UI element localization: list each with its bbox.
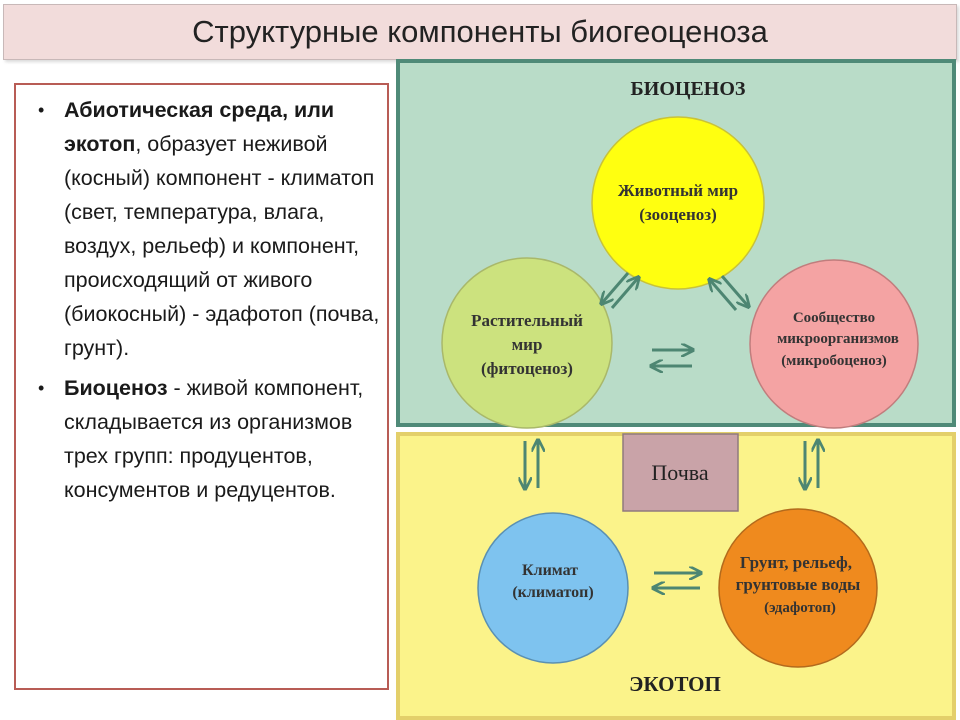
ground-label: Грунт, рельеф,: [740, 553, 852, 572]
animal-sublabel: (зооценоз): [639, 205, 717, 224]
bullet-abiotic-text: , образует неживой (косный) компонент - …: [64, 132, 380, 360]
microbe-label: Сообщество: [793, 310, 875, 326]
bullet-biocenosis-term: Биоценоз: [64, 376, 168, 400]
bullet-biocenosis-text: - живой компонент, складывается из орган…: [64, 376, 364, 502]
bullet-dot-icon: •: [38, 378, 45, 398]
bullet-biocenosis: • Биоценоз - живой компонент, складываетс…: [26, 371, 381, 507]
biocenosis-label: БИОЦЕНОЗ: [631, 78, 746, 100]
ground-circle: [718, 508, 878, 668]
bullet-dot-icon: •: [38, 100, 45, 120]
text-panel: • Абиотическая среда, или экотоп, образу…: [14, 83, 389, 690]
climate-sublabel: (климатоп): [512, 584, 593, 601]
microbe-sublabel: (микробоценоз): [781, 353, 887, 369]
microbe-label-2: микроорганизмов: [777, 331, 899, 347]
bullet-list: • Абиотическая среда, или экотоп, образу…: [16, 85, 387, 507]
animal-label: Животный мир: [618, 181, 738, 200]
double-arrow-animal-microbe: [710, 275, 748, 311]
soil-label: Почва: [651, 460, 708, 485]
double-arrow-plant-microbe: [652, 350, 692, 366]
plant-label-2: мир: [512, 335, 543, 354]
bullet-abiotic-term: Абиотическая среда, или экотоп: [64, 98, 335, 156]
animal-circle: [591, 116, 765, 290]
double-arrow-right-vertical: [805, 441, 818, 488]
ground-label-2: грунтовые воды: [736, 575, 861, 594]
climate-circle: [477, 512, 629, 664]
plant-label: Растительный: [471, 311, 583, 330]
ground-sublabel: (эдафотоп): [764, 600, 836, 616]
ecotope-label: ЭКОТОП: [629, 672, 721, 696]
plant-circle: [441, 257, 613, 429]
page-title: Структурные компоненты биогеоценоза: [192, 14, 768, 49]
plant-sublabel: (фитоценоз): [481, 359, 573, 378]
soil-box: [622, 433, 739, 512]
double-arrow-left-vertical: [525, 441, 538, 488]
double-arrow-animal-plant: [602, 272, 638, 309]
title-bar: Структурные компоненты биогеоценоза: [3, 4, 957, 60]
double-arrow-climate-ground: [654, 573, 700, 588]
microbe-circle: [749, 259, 919, 429]
bullet-abiotic: • Абиотическая среда, или экотоп, образу…: [26, 93, 381, 365]
climate-label: Климат: [522, 562, 578, 579]
biogeocenosis-diagram: БИОЦЕНОЗ Животный мир (зооценоз) Растите…: [390, 58, 960, 720]
